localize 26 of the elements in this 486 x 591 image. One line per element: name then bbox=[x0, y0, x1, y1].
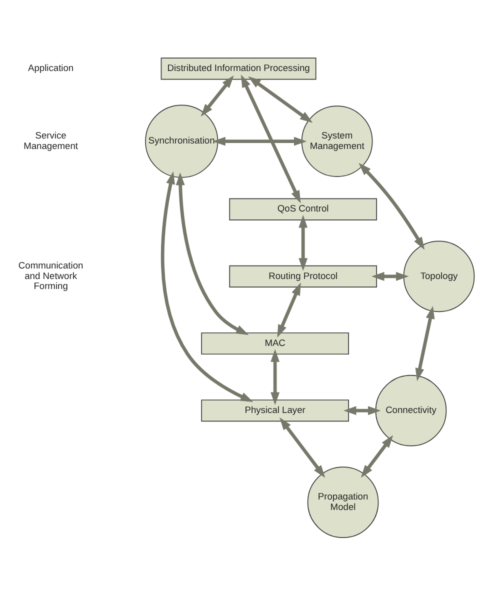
label: Application bbox=[28, 63, 74, 74]
node-box: Physical Layer bbox=[201, 400, 349, 422]
arrow bbox=[212, 136, 307, 146]
arrow bbox=[176, 172, 249, 336]
node-box: Distributed Information Processing bbox=[160, 58, 316, 80]
arrow bbox=[160, 171, 254, 402]
node-circle: Connectivity bbox=[375, 374, 447, 446]
arrow bbox=[371, 272, 409, 281]
arrow bbox=[280, 417, 326, 478]
arrow bbox=[240, 74, 301, 204]
node-box: QoS Control bbox=[229, 198, 377, 220]
label: Communication and Network Forming bbox=[18, 260, 84, 291]
node-box: MAC bbox=[201, 332, 349, 355]
arrow bbox=[248, 76, 313, 123]
node-box: Routing Protocol bbox=[229, 265, 377, 288]
arrow bbox=[277, 282, 301, 338]
arrow bbox=[298, 214, 308, 271]
arrow bbox=[200, 75, 234, 117]
node-circle: Topology bbox=[403, 240, 475, 312]
arrow bbox=[415, 306, 435, 382]
label: Service Management bbox=[24, 130, 78, 151]
arrow bbox=[360, 435, 394, 478]
arrow bbox=[343, 406, 381, 416]
arrow bbox=[270, 349, 280, 406]
node-circle: Propagation Model bbox=[307, 466, 379, 538]
arrow bbox=[358, 162, 425, 250]
